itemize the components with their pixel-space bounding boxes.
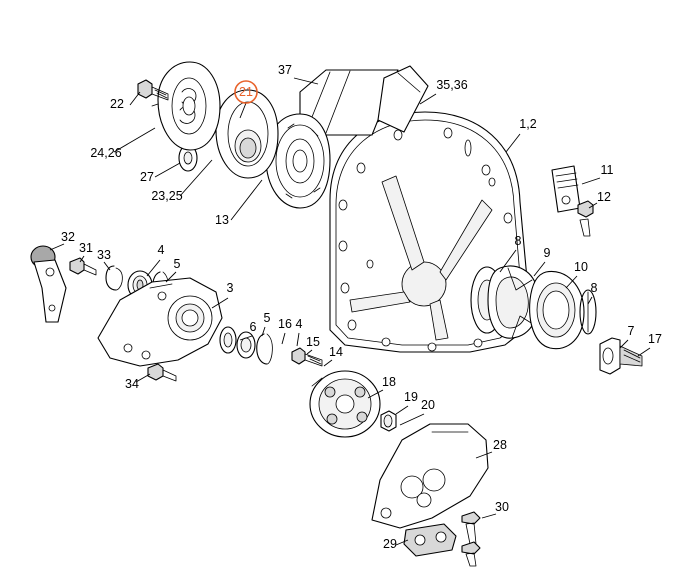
label-19: 19 [404,390,418,404]
label-21: 21 [239,85,253,99]
part-clutch-24-26 [151,61,221,151]
label-11: 11 [601,163,614,177]
label-8b: 8 [591,281,598,295]
part-clutch-drum-23-25 [215,89,279,179]
part-bracket-32 [30,245,67,323]
part-shaft-7 [599,337,643,375]
part-arm-3 [97,277,223,367]
part-screw-31 [69,257,97,276]
label-13: 13 [215,213,229,227]
part-nut-19-20 [380,410,397,432]
label-27: 27 [140,170,154,184]
part-labels: 22 24,26 27 23,25 13 21 37 35,36 1,2 11 … [61,63,662,551]
label-33: 33 [97,248,111,262]
label-18: 18 [382,375,396,389]
part-screw-12 [577,200,594,237]
part-pulley-18 [309,370,381,438]
part-clutch-9 [487,265,540,339]
label-7: 7 [628,324,635,338]
label-15: 15 [306,335,320,349]
part-screw-34 [147,363,177,382]
label-12: 12 [597,190,611,204]
label-37: 37 [278,63,292,77]
part-drum-10 [529,270,585,350]
part-lower-guard-28 [371,423,489,529]
label-4a: 4 [158,243,165,257]
label-9: 9 [544,246,551,260]
part-ring-33 [105,265,123,291]
label-31: 31 [79,241,93,255]
label-22: 22 [110,97,124,111]
label-35-36: 35,36 [436,78,467,92]
part-strip-11 [551,165,581,213]
leader-lines [49,77,651,546]
part-stack-6-5-16-4 [219,326,273,365]
label-6: 6 [250,320,257,334]
label-32: 32 [61,230,75,244]
label-8a: 8 [515,234,522,248]
part-ring-8b [579,289,597,335]
label-29: 29 [383,537,397,551]
highlight-circle-21 [234,80,258,104]
label-4b: 4 [296,317,303,331]
label-10: 10 [574,260,588,274]
part-cover-35-36 [377,65,429,133]
label-17: 17 [648,332,662,346]
label-3: 3 [227,281,234,295]
label-24-26: 24,26 [90,146,121,160]
part-plate-29 [403,523,457,557]
label-30: 30 [495,500,509,514]
part-pin-15 [291,347,323,367]
label-23-25: 23,25 [151,189,182,203]
label-28: 28 [493,438,507,452]
label-14: 14 [329,345,343,359]
label-34: 34 [125,377,139,391]
label-20: 20 [421,398,435,412]
part-pulley-13 [265,113,331,209]
part-screws-30 [461,511,481,567]
part-bolt-22 [137,79,169,101]
label-5a: 5 [174,257,181,271]
label-5b: 5 [264,311,271,325]
label-16: 16 [278,317,292,331]
label-1-2: 1,2 [519,117,536,131]
